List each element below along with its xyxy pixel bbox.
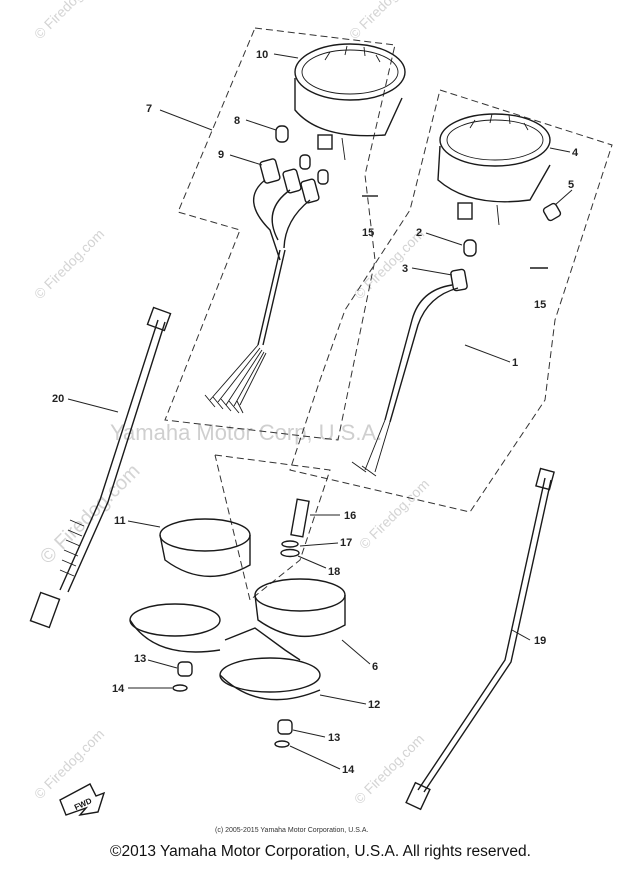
callout-8: 8 bbox=[234, 115, 240, 127]
callout-13b: 13 bbox=[328, 732, 340, 744]
speedometer-unit bbox=[437, 113, 551, 226]
watermark-site: © Firedog.com bbox=[31, 726, 107, 802]
watermark-site-large: © Firedog.com bbox=[36, 460, 145, 569]
callout-labels: 10 7 8 9 4 5 15 2 3 15 1 20 11 16 17 18 … bbox=[52, 49, 579, 776]
callout-10: 10 bbox=[256, 49, 268, 61]
callout-15a: 15 bbox=[362, 227, 374, 239]
bulb-sockets-left bbox=[259, 125, 329, 204]
bulb-sockets-right bbox=[450, 202, 562, 292]
callout-15b: 15 bbox=[534, 299, 546, 311]
callout-9: 9 bbox=[218, 149, 224, 161]
bracket-group-boundary bbox=[214, 454, 331, 601]
assembly-1-boundary bbox=[289, 89, 613, 513]
callout-3: 3 bbox=[402, 263, 408, 275]
callout-14b: 14 bbox=[342, 764, 355, 776]
cable-20 bbox=[29, 306, 172, 629]
callout-18: 18 bbox=[328, 566, 340, 578]
callout-16: 16 bbox=[344, 510, 356, 522]
callout-17: 17 bbox=[340, 537, 352, 549]
callout-19: 19 bbox=[534, 635, 546, 647]
watermark-site: © Firedog.com bbox=[356, 476, 432, 552]
forward-arrow: FWD bbox=[59, 783, 106, 817]
callout-11: 11 bbox=[114, 515, 126, 527]
callout-13a: 13 bbox=[134, 653, 146, 665]
assembly-7-boundary bbox=[164, 27, 396, 441]
diagram-copyright: (c) 2005-2015 Yamaha Motor Corporation, … bbox=[215, 827, 368, 834]
tachometer-unit bbox=[294, 43, 406, 161]
callout-12: 12 bbox=[368, 699, 380, 711]
callout-5: 5 bbox=[568, 179, 574, 191]
cable-19 bbox=[405, 467, 555, 811]
callout-20: 20 bbox=[52, 393, 64, 405]
watermark-site: © Firedog.com bbox=[346, 0, 422, 42]
callout-2: 2 bbox=[416, 227, 422, 239]
meter-housings bbox=[129, 518, 346, 701]
wire-harness-right bbox=[351, 284, 459, 477]
wire-harness-left bbox=[204, 179, 311, 414]
watermark-yamaha: Yamaha Motor Corp, U.S.A. bbox=[110, 420, 382, 445]
bolt-washers bbox=[280, 498, 310, 558]
callout-1: 1 bbox=[512, 357, 518, 369]
screws-15 bbox=[362, 195, 548, 269]
footer-copyright: ©2013 Yamaha Motor Corporation, U.S.A. A… bbox=[110, 843, 531, 860]
callout-4: 4 bbox=[572, 147, 579, 159]
callout-7: 7 bbox=[146, 103, 152, 115]
callout-6: 6 bbox=[372, 661, 378, 673]
watermark-site: © Firedog.com bbox=[351, 731, 427, 807]
leader-lines bbox=[67, 53, 573, 770]
grommets bbox=[172, 661, 293, 748]
callout-14a: 14 bbox=[112, 683, 125, 695]
watermark-site: © Firedog.com bbox=[31, 226, 107, 302]
watermark-site: © Firedog.com bbox=[31, 0, 107, 42]
